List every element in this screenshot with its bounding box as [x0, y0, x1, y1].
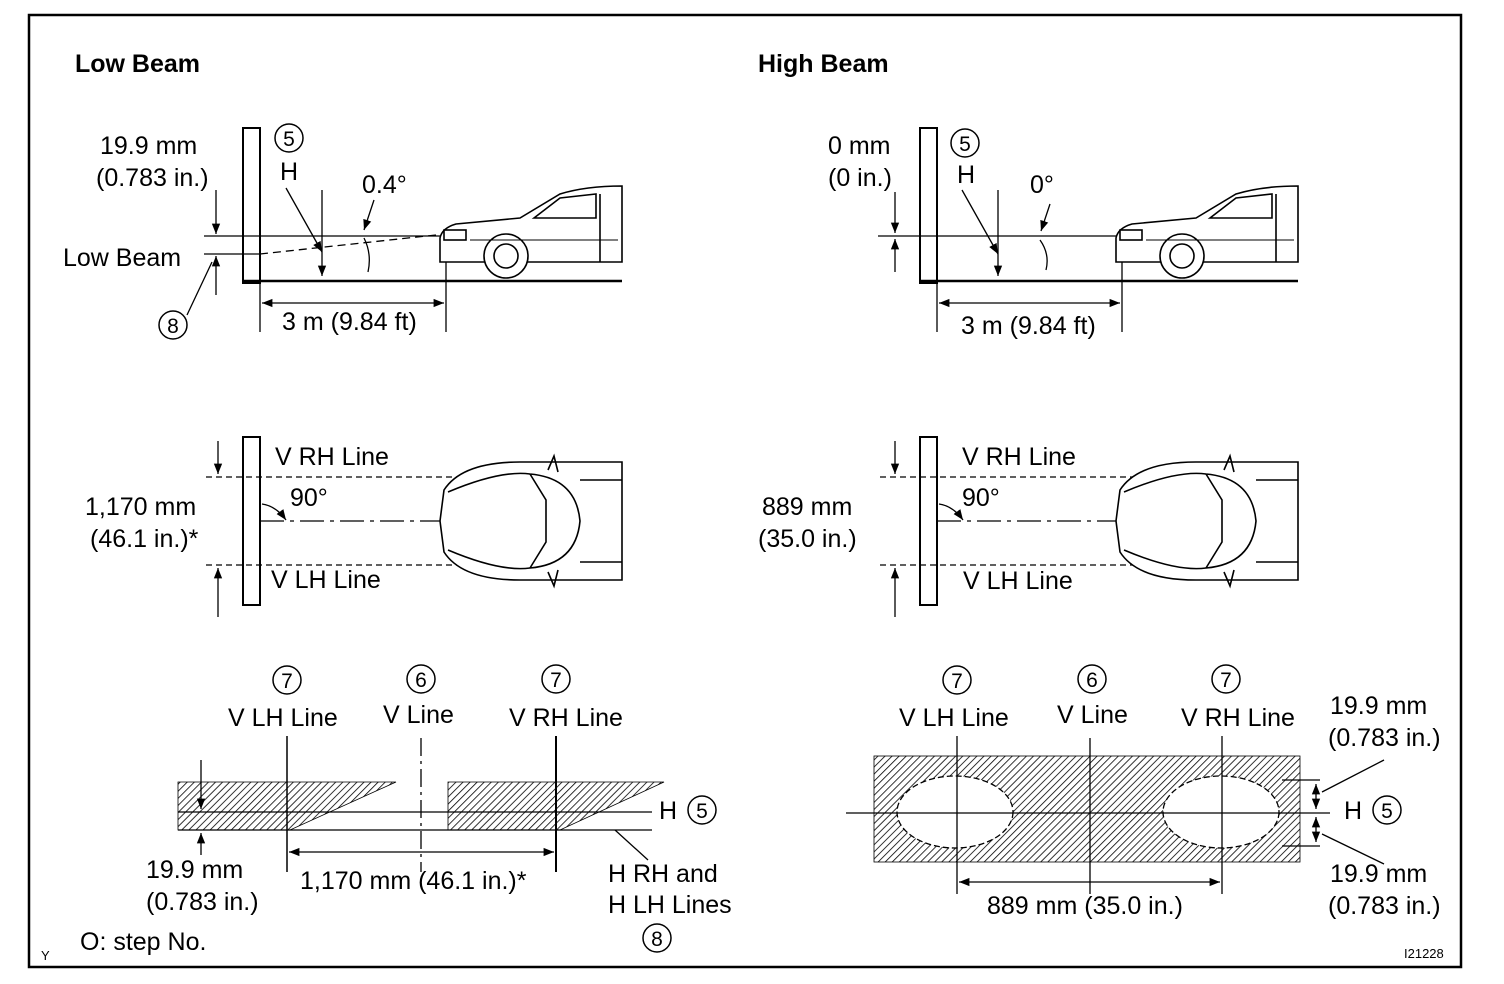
high-offset-mm: 0 mm: [828, 132, 891, 160]
high-car-top-icon: [1115, 453, 1299, 589]
step-5-marker: [1372, 795, 1402, 825]
step-5-number: 5: [1381, 800, 1393, 823]
high-lower-mm: 19.9 mm: [1330, 860, 1427, 888]
high-beam-side-view: High Beam 0 mm (0 in.) 5 H 0° 3 m (9.84 …: [758, 50, 1299, 340]
step-5-number: 5: [696, 800, 708, 823]
low-screen-offset-mm: 19.9 mm: [146, 856, 243, 884]
step-5-marker: [274, 123, 304, 153]
low-screen-h-label: H: [659, 797, 677, 825]
high-screen-board: [919, 127, 938, 284]
high-left-hot-spot: [896, 775, 1014, 849]
figure-code: I21228: [1404, 946, 1444, 961]
high-screen-spacing: 889 mm (35.0 in.): [987, 892, 1183, 920]
low-screen-offset-in: (0.783 in.): [146, 888, 259, 916]
low-screen-v-lh: V LH Line: [228, 704, 338, 732]
high-upper-in: (0.783 in.): [1328, 724, 1441, 752]
figure-frame: [27, 13, 1463, 969]
low-h-label: H: [280, 158, 298, 186]
step-8-marker: [642, 923, 672, 953]
high-top-angle: 90°: [962, 484, 1000, 512]
high-upper-mm: 19.9 mm: [1330, 692, 1427, 720]
low-top-spacing-in: (46.1 in.)*: [90, 525, 199, 553]
low-top-v-lh: V LH Line: [271, 566, 381, 594]
low-offset-mm: 19.9 mm: [100, 132, 197, 160]
low-screen-board: [242, 127, 261, 284]
high-top-spacing-mm: 889 mm: [762, 493, 852, 521]
high-screen-v-lh: V LH Line: [899, 704, 1009, 732]
high-screen-v-center: V Line: [1057, 701, 1128, 729]
low-distance-label: 3 m (9.84 ft): [282, 308, 417, 336]
low-angle-label: 0.4°: [362, 171, 407, 199]
high-top-spacing-in: (35.0 in.): [758, 525, 857, 553]
high-right-hot-spot: [1162, 775, 1280, 849]
low-screen-v-center: V Line: [383, 701, 454, 729]
high-distance-label: 3 m (9.84 ft): [961, 312, 1096, 340]
hrh-line-1: H RH and: [608, 860, 718, 888]
hrh-line-2: H LH Lines: [608, 891, 732, 919]
high-screen-h-label: H: [1344, 797, 1362, 825]
high-screen-v-rh: V RH Line: [1181, 704, 1295, 732]
low-top-screen: [242, 436, 261, 606]
high-beam-top-view: V RH Line V LH Line 90° 889 mm (35.0 in.…: [758, 436, 1299, 617]
low-screen-spacing: 1,170 mm (46.1 in.)*: [300, 867, 527, 895]
high-top-screen: [919, 436, 938, 606]
step-7-number: 7: [281, 670, 293, 693]
high-top-v-lh: V LH Line: [963, 567, 1073, 595]
low-beam-title: Low Beam: [75, 50, 200, 78]
step-5-number: 5: [283, 128, 295, 151]
low-screen-v-rh: V RH Line: [509, 704, 623, 732]
corner-mark: Y: [41, 948, 50, 963]
step-5-marker: [687, 795, 717, 825]
step-5-number: 5: [959, 133, 971, 156]
high-h-label: H: [957, 161, 975, 189]
step-7-marker: [541, 664, 571, 694]
high-beam-screen-pattern: 7 V LH Line 6 V Line 7 V RH Line 19.9 mm…: [846, 664, 1441, 920]
step-8-marker: [158, 310, 188, 340]
step-7-number: 7: [550, 669, 562, 692]
low-beam-screen-pattern: 7 V LH Line 6 V Line 7 V RH Line H 5 1,1…: [146, 664, 732, 953]
low-beam-side-view: Low Beam 19.9 mm (0.783 in.) Low Beam 8 …: [63, 50, 623, 340]
step-8-number: 8: [167, 315, 179, 338]
high-angle-label: 0°: [1030, 171, 1054, 199]
step-8-number: 8: [651, 928, 663, 951]
low-top-v-rh: V RH Line: [275, 443, 389, 471]
high-top-v-rh: V RH Line: [962, 443, 1076, 471]
step-6-marker: [1077, 664, 1107, 694]
low-top-angle: 90°: [290, 484, 328, 512]
low-top-spacing-mm: 1,170 mm: [85, 493, 196, 521]
step-6-marker: [406, 664, 436, 694]
step-7-number: 7: [951, 670, 963, 693]
low-beam-top-view: V RH Line V LH Line 90° 1,170 mm (46.1 i…: [85, 436, 623, 617]
step-7-marker: [272, 665, 302, 695]
high-offset-in: (0 in.): [828, 164, 892, 192]
low-car-side-icon: [439, 185, 623, 279]
step-6-number: 6: [1086, 669, 1098, 692]
step-7-marker: [942, 665, 972, 695]
step-7-number: 7: [1220, 669, 1232, 692]
high-car-side-icon: [1115, 185, 1299, 279]
step-6-number: 6: [415, 669, 427, 692]
low-beam-label: Low Beam: [63, 244, 181, 272]
step-5-marker: [950, 128, 980, 158]
step-7-marker: [1211, 664, 1241, 694]
low-car-top-icon: [439, 453, 623, 589]
high-lower-in: (0.783 in.): [1328, 892, 1441, 920]
high-beam-title: High Beam: [758, 50, 889, 78]
step-legend: O: step No.: [80, 928, 206, 956]
low-offset-in: (0.783 in.): [96, 164, 209, 192]
